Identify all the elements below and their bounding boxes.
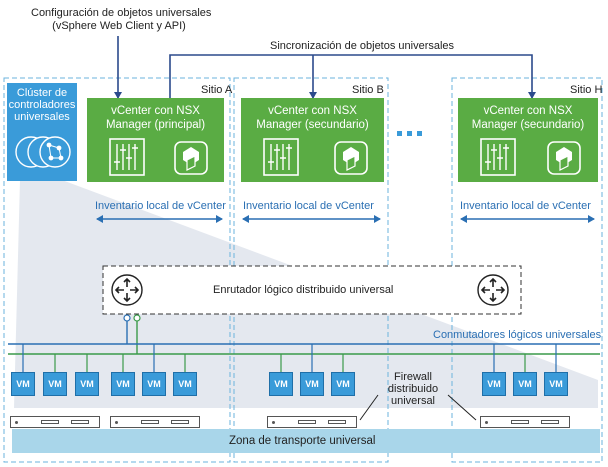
vm-icon: VM xyxy=(269,372,293,396)
sync-line xyxy=(169,54,536,99)
transport-zone-label: Zona de transporte universal xyxy=(229,435,376,447)
vm-icon: VM xyxy=(173,372,197,396)
vm-icon: VM xyxy=(43,372,67,396)
host-server xyxy=(110,416,200,428)
site-h-label: Sitio H xyxy=(570,84,603,96)
router-box xyxy=(102,265,522,315)
config-label-line2: (vSphere Web Client y API) xyxy=(52,20,186,32)
vcenter-title: vCenter con NSX Manager (secundario) xyxy=(241,104,384,132)
transport-zone-bar xyxy=(12,429,600,453)
vm-drop-lines xyxy=(22,344,557,372)
vcenter-line1: vCenter con NSX xyxy=(111,105,200,117)
cluster-label-line3: universales xyxy=(14,111,70,123)
vcenter-line2: Manager (secundario) xyxy=(256,119,369,131)
cluster-label-line1: Clúster de xyxy=(16,87,68,99)
sync-label: Sincronización de objetos universales xyxy=(270,40,455,52)
sliders-icon xyxy=(109,138,145,176)
vm-icon: VM xyxy=(75,372,99,396)
config-label-line1: Configuración de objetos universales xyxy=(31,7,212,19)
controller-nodes-icon xyxy=(15,136,71,168)
firewall-label-line2: distribuido xyxy=(387,383,439,395)
nsx-logo-icon xyxy=(334,141,368,175)
firewall-leader xyxy=(447,394,477,421)
firewall-label-line1: Firewall xyxy=(394,371,432,383)
router-uplink-port xyxy=(123,314,131,322)
router-icon xyxy=(111,274,143,306)
nsx-logo-icon xyxy=(174,141,208,175)
nsx-logo-icon xyxy=(547,141,581,175)
vm-icon: VM xyxy=(111,372,135,396)
firewall-leader xyxy=(359,394,379,421)
vcenter-line1: vCenter con NSX xyxy=(268,105,357,117)
ellipsis-dot xyxy=(407,131,412,136)
config-label: Configuración de objetos universales (vS… xyxy=(31,7,212,33)
switches-label: Conmutadores lógicos universales xyxy=(433,329,602,341)
host-server xyxy=(267,416,357,428)
firewall-label-line3: universal xyxy=(390,395,436,407)
vm-icon: VM xyxy=(544,372,568,396)
ellipsis-dot xyxy=(397,131,402,136)
vcenter-line2: Manager (secundario) xyxy=(471,119,585,131)
vm-icon: VM xyxy=(482,372,506,396)
inventory-label-h: Inventario local de vCenter xyxy=(460,200,591,212)
inventory-label-a: Inventario local de vCenter xyxy=(95,200,226,212)
cluster-label: Clúster de controladores universales xyxy=(7,87,77,123)
vm-icon: VM xyxy=(513,372,537,396)
site-a-label: Sitio A xyxy=(201,84,233,96)
controller-cluster: Clúster de controladores universales xyxy=(7,83,77,181)
vcenter-title: vCenter con NSX Manager (principal) xyxy=(87,104,224,132)
vcenter-line2: Manager (principal) xyxy=(105,119,206,131)
vcenter-site-h: vCenter con NSX Manager (secundario) xyxy=(458,98,598,182)
vm-icon: VM xyxy=(142,372,166,396)
vcenter-site-b: vCenter con NSX Manager (secundario) xyxy=(241,98,384,182)
vcenter-site-a: vCenter con NSX Manager (principal) xyxy=(87,98,224,182)
cluster-label-line2: controladores xyxy=(8,99,76,111)
firewall-label: Firewall distribuido universal xyxy=(386,371,440,407)
site-b-label: Sitio B xyxy=(352,84,384,96)
host-server xyxy=(10,416,100,428)
vm-icon: VM xyxy=(11,372,35,396)
sliders-icon xyxy=(263,138,299,176)
router-label: Enrutador lógico distribuido universal xyxy=(213,284,394,296)
router-uplink-port xyxy=(133,314,141,322)
sliders-icon xyxy=(480,138,516,176)
vm-icon: VM xyxy=(300,372,324,396)
ellipsis-dot xyxy=(417,131,422,136)
inventory-label-b: Inventario local de vCenter xyxy=(243,200,374,212)
router-icon xyxy=(477,274,509,306)
vcenter-line1: vCenter con NSX xyxy=(483,105,573,117)
host-server xyxy=(480,416,570,428)
vm-icon: VM xyxy=(331,372,355,396)
vcenter-title: vCenter con NSX Manager (secundario) xyxy=(458,104,598,132)
